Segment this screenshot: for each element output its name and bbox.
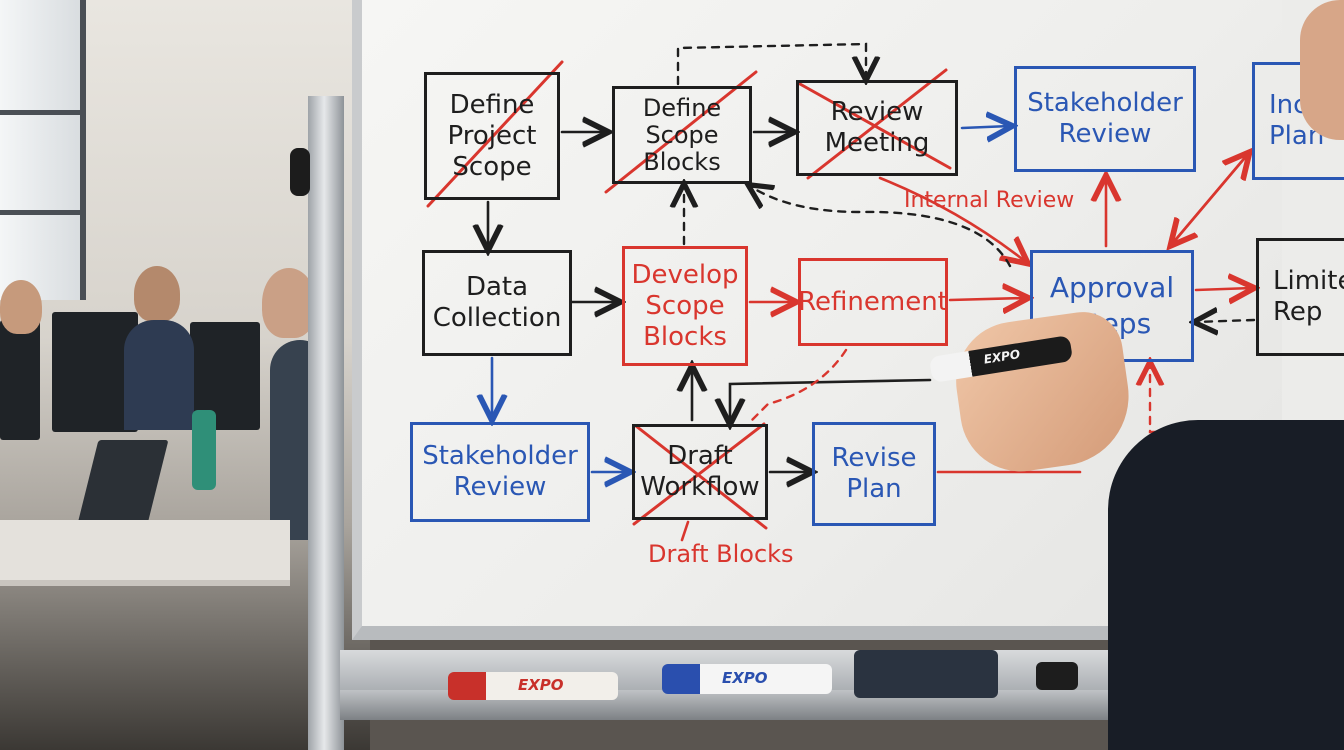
- dashed-arrow: [676, 42, 866, 86]
- red-marker[interactable]: EXPO: [448, 672, 618, 700]
- arrow: [878, 176, 1026, 262]
- node-line: Scope: [645, 290, 725, 321]
- coworker-body: [124, 320, 194, 430]
- line: [680, 520, 690, 542]
- whiteboard-eraser[interactable]: [854, 650, 998, 698]
- node-review-meeting: Review Meeting: [796, 80, 958, 176]
- marker-brand-label: EXPO: [722, 669, 768, 687]
- node-line: Blocks: [643, 147, 721, 176]
- node-revise-plan: Revise Plan: [812, 422, 936, 526]
- note-internal-review: Internal Review: [904, 188, 1075, 213]
- node-data-collection: Data Collection: [422, 250, 572, 356]
- dashed-arrow: [750, 186, 1012, 268]
- water-bottle: [192, 410, 216, 490]
- coworker-head: [262, 268, 316, 338]
- node-line: Revise: [831, 443, 917, 473]
- node-line: Scope: [452, 151, 532, 182]
- node-line: Stakeholder: [422, 441, 578, 471]
- node-stakeholder-review-bottom: Stakeholder Review: [410, 422, 590, 522]
- node-refinement: Refinement: [798, 258, 948, 346]
- node-line: Review: [830, 97, 924, 127]
- presenter-sleeve: [1108, 420, 1344, 750]
- dashed-line: [746, 348, 848, 426]
- coworker-head: [0, 280, 42, 334]
- stand-knob: [290, 148, 310, 196]
- node-line: Data: [465, 272, 529, 302]
- node-line: Review: [1058, 119, 1152, 149]
- node-line: Stakeholder: [1027, 88, 1183, 118]
- office-window: [0, 0, 86, 300]
- arrow: [730, 378, 932, 422]
- node-line: Review: [453, 472, 547, 502]
- node-line: Collection: [432, 303, 562, 333]
- node-line: Define: [449, 89, 535, 120]
- node-stakeholder-review-top: Stakeholder Review: [1014, 66, 1196, 172]
- marker-cap[interactable]: [1036, 662, 1078, 690]
- strike-through: [426, 60, 564, 208]
- node-line: Approval: [1049, 271, 1175, 304]
- node-line: Workflow: [640, 472, 760, 502]
- strike-through: [806, 68, 948, 180]
- monitor: [52, 312, 138, 432]
- node-line: Refinement: [798, 286, 948, 317]
- node-line: Meeting: [824, 128, 930, 158]
- arrow: [948, 298, 1026, 300]
- node-define-project-scope: Define Project Scope: [424, 72, 560, 200]
- presenter-face: [1300, 0, 1344, 140]
- node-line: Plan: [846, 474, 902, 504]
- desk: [0, 520, 290, 580]
- node-line: Develop: [631, 259, 739, 290]
- node-define-scope-blocks: Define Scope Blocks: [612, 86, 752, 184]
- arrow: [1194, 288, 1252, 290]
- whiteboard-stand: [308, 96, 344, 750]
- node-line: Limite: [1273, 266, 1344, 296]
- dashed-arrow: [1196, 320, 1256, 322]
- monitor: [0, 320, 40, 440]
- node-line: Define: [642, 93, 722, 122]
- coworker-head: [134, 266, 180, 322]
- node-line: Scope: [645, 120, 719, 149]
- strike-through: [798, 82, 952, 170]
- node-approval-steps: Approval Steps: [1030, 250, 1194, 362]
- node-line: Project: [447, 120, 537, 151]
- node-draft-workflow: Draft Workflow: [632, 424, 768, 520]
- strike-through: [604, 70, 758, 194]
- node-line: Blocks: [643, 321, 727, 352]
- strike-through: [634, 424, 768, 530]
- dashed-arrow: [1150, 364, 1312, 434]
- node-limited-rep: Limite Rep: [1256, 238, 1344, 356]
- arrow: [1172, 152, 1250, 244]
- note-draft-blocks: Draft Blocks: [648, 540, 794, 568]
- node-line: Rep: [1273, 297, 1323, 327]
- marker-brand-label: EXPO: [518, 676, 564, 694]
- node-line: Draft: [667, 441, 733, 471]
- arrow: [960, 126, 1010, 128]
- marker-brand-label: EXPO: [982, 347, 1021, 367]
- node-develop-scope-blocks: Develop Scope Blocks: [622, 246, 748, 366]
- blue-marker[interactable]: EXPO: [662, 664, 832, 694]
